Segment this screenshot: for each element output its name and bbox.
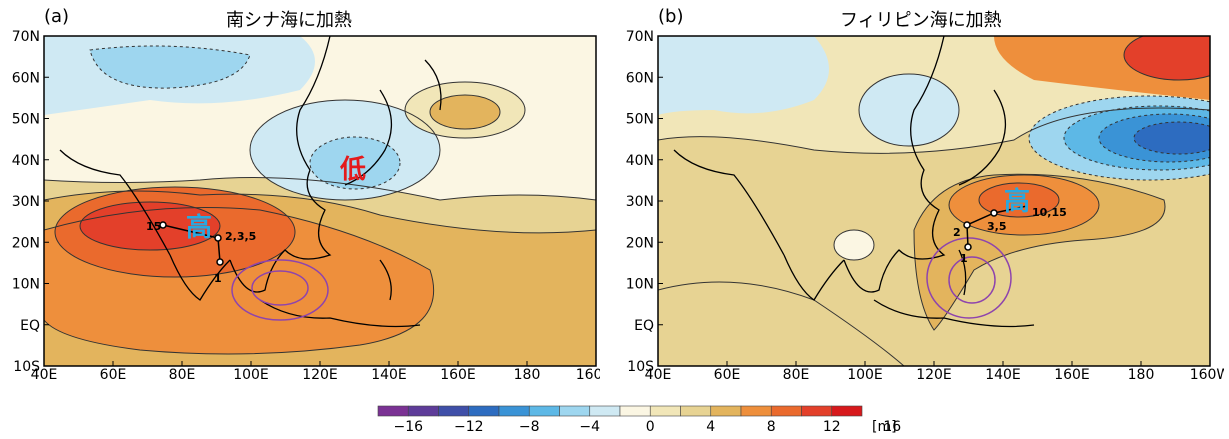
lat-label: 30N xyxy=(626,194,654,210)
colorbar-swatch xyxy=(770,405,802,417)
panel-a-label: (a) xyxy=(44,6,70,27)
track-label-b-0: 2 xyxy=(953,226,961,239)
lat-label: 50N xyxy=(626,112,654,128)
colorbar-tick-label: −8 xyxy=(519,419,540,435)
map-panel-b: 高 2 3,5 10,15 1 70N 60N 50N 40N 30N 20N 10N EQ 1… xyxy=(626,29,1224,380)
lat-label: 30N xyxy=(12,194,40,210)
panel-b-title: フィリピン海に加熱 xyxy=(840,10,1002,31)
colorbar-tick-label: 8 xyxy=(767,419,776,435)
panel-b-label: (b) xyxy=(658,6,684,27)
lat-label: EQ xyxy=(634,318,654,334)
colorbar-tick-label: 0 xyxy=(646,419,655,435)
anomaly-field-b xyxy=(658,36,1210,366)
panel-a-title: 南シナ海に加熱 xyxy=(226,10,352,31)
track-b xyxy=(963,205,1028,251)
colorbar-swatch xyxy=(407,405,439,417)
lat-label: 10S xyxy=(627,359,654,375)
colorbar-swatch xyxy=(801,405,833,417)
lon-label: 180 xyxy=(514,367,541,380)
lon-label: 120E xyxy=(916,367,952,380)
lon-label: 60E xyxy=(714,367,741,380)
lon-label: 120E xyxy=(302,367,338,380)
heating-ellipses-a xyxy=(231,259,329,321)
colorbar-ticks: −16 −12 −8 −4 0 4 8 12 16 xyxy=(393,419,901,435)
lat-label: 20N xyxy=(12,235,40,251)
lon-label: 160E xyxy=(1054,367,1090,380)
colorbar-tick-label: 4 xyxy=(706,419,715,435)
track-label-b-2: 10,15 xyxy=(1032,206,1067,219)
lat-label: 40N xyxy=(12,153,40,169)
lat-label: 60N xyxy=(626,70,654,86)
colorbar-swatch xyxy=(589,405,621,417)
lat-label: 50N xyxy=(12,112,40,128)
lat-label: 60N xyxy=(12,70,40,86)
colorbar-swatch xyxy=(438,405,470,417)
lat-label: 70N xyxy=(626,29,654,45)
lon-label: 60E xyxy=(100,367,127,380)
track-label-a-2: 1 xyxy=(214,272,222,285)
colorbar-tick-label: 12 xyxy=(823,419,841,435)
colorbar-swatch xyxy=(619,405,651,417)
lon-label: 160W xyxy=(1190,367,1224,380)
lon-label: 80E xyxy=(169,367,196,380)
lon-label: 140E xyxy=(985,367,1021,380)
high-label-a: 高 xyxy=(186,212,212,243)
track-label-a-1: 2,3,5 xyxy=(225,230,256,243)
colorbar-tick-label: −12 xyxy=(454,419,484,435)
lat-label: 10N xyxy=(626,277,654,293)
colorbar-tick-label: −4 xyxy=(579,419,600,435)
colorbar-swatch xyxy=(740,405,772,417)
colorbar-swatch xyxy=(498,405,530,417)
colorbar-swatch xyxy=(649,405,681,417)
lat-label: 40N xyxy=(626,153,654,169)
lat-label: 10N xyxy=(12,277,40,293)
lon-label: 140E xyxy=(371,367,407,380)
colorbar-tick-label: −16 xyxy=(393,419,423,435)
heating-ellipses-b xyxy=(926,237,1012,319)
colorbar-swatch xyxy=(377,405,409,417)
lon-label: 100E xyxy=(847,367,883,380)
lon-label: 160E xyxy=(440,367,476,380)
low-label-a: 低 xyxy=(339,155,366,185)
colorbar: −16 −12 −8 −4 0 4 8 12 16 [m] xyxy=(377,405,901,435)
lon-label: 40E xyxy=(31,367,58,380)
lat-label: EQ xyxy=(20,318,40,334)
colorbar-swatch xyxy=(468,405,500,417)
colorbar-swatches xyxy=(377,405,863,417)
high-label-b: 高 xyxy=(1004,186,1030,217)
colorbar-swatch xyxy=(710,405,742,417)
track-a xyxy=(159,221,224,266)
lon-label: 100E xyxy=(233,367,269,380)
lon-label: 80E xyxy=(783,367,810,380)
colorbar-unit: [m] xyxy=(872,419,897,435)
lat-label: 20N xyxy=(626,235,654,251)
track-label-b-1: 3,5 xyxy=(987,220,1007,233)
map-panel-a: 高 低 15 2,3,5 1 70N 60N 50N 40N 30N 20N 10N EQ 10… xyxy=(12,29,600,380)
anomaly-field-a xyxy=(44,36,596,366)
lon-label: 160W xyxy=(576,367,600,380)
colorbar-swatch xyxy=(559,405,591,417)
colorbar-swatch xyxy=(528,405,560,417)
track-label-b-3: 1 xyxy=(960,252,968,265)
colorbar-swatch xyxy=(831,405,863,417)
colorbar-tick-label: 16 xyxy=(883,419,901,435)
lat-label: 10S xyxy=(13,359,40,375)
lat-label: 70N xyxy=(12,29,40,45)
lon-label: 180 xyxy=(1128,367,1155,380)
lon-label: 40E xyxy=(645,367,672,380)
track-label-a-0: 15 xyxy=(146,220,161,233)
colorbar-swatch xyxy=(680,405,712,417)
